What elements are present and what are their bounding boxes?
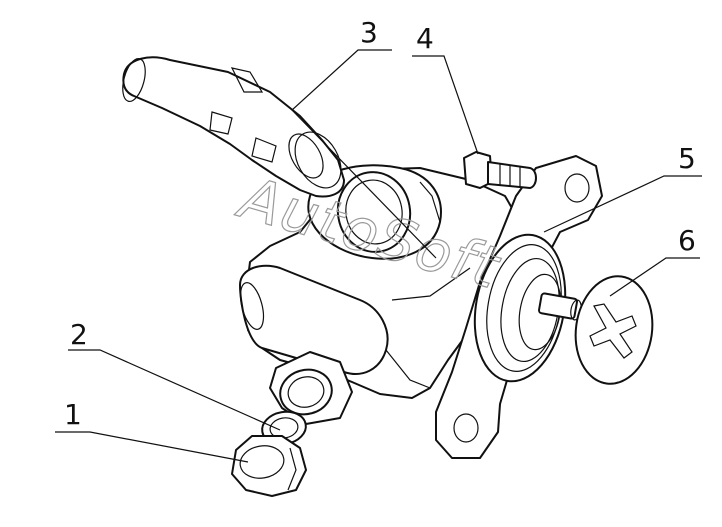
callout-3: 3	[360, 16, 378, 49]
callout-numbers: 1 2 3 4 5 6	[64, 16, 696, 431]
mounting-flange	[435, 155, 603, 459]
leader-line-4	[412, 55, 479, 155]
banjo-fitting	[122, 56, 345, 198]
leader-line-6	[609, 257, 700, 297]
drain-plug	[231, 435, 307, 497]
pump-body	[239, 164, 521, 425]
callout-5: 5	[678, 142, 696, 175]
leader-line-5	[543, 175, 702, 233]
leader-line-3	[291, 49, 437, 259]
leader-line-1	[55, 431, 249, 463]
callout-1: 1	[64, 398, 82, 431]
callout-6: 6	[678, 224, 696, 257]
pulley-cap	[574, 275, 654, 385]
callout-2: 2	[70, 318, 88, 351]
callout-4: 4	[416, 22, 434, 55]
leader-lines	[55, 49, 702, 463]
leader-line-2	[68, 349, 281, 431]
bolt	[463, 151, 537, 189]
